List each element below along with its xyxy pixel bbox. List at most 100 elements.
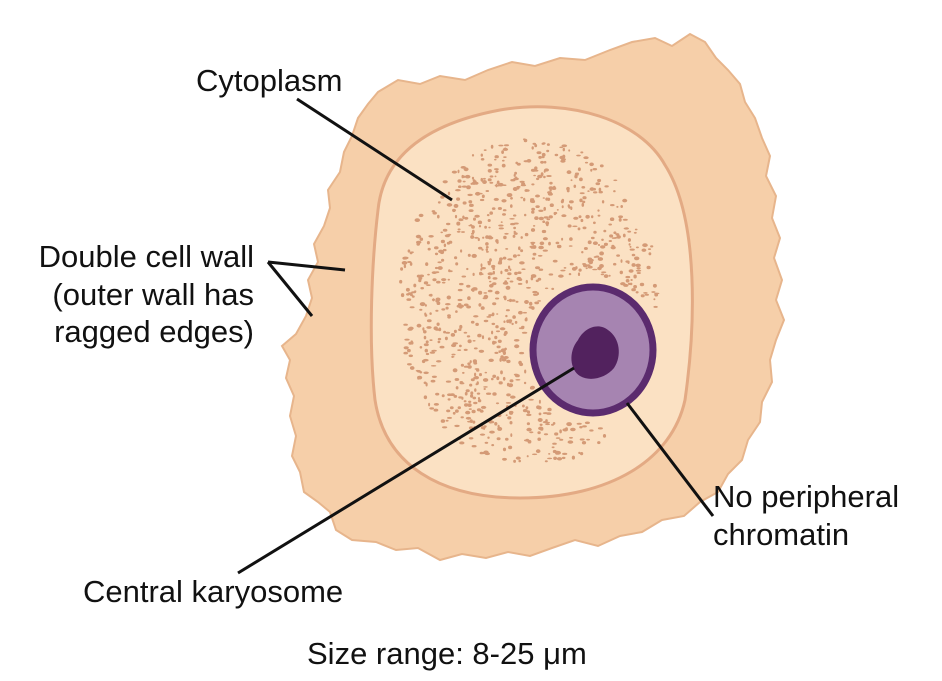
granule: [592, 268, 598, 271]
granule: [434, 252, 439, 256]
granule: [578, 451, 581, 455]
granule: [552, 442, 557, 445]
granule: [615, 233, 620, 236]
granule: [444, 234, 450, 238]
granule: [538, 155, 542, 159]
granule: [500, 270, 503, 275]
granule: [483, 149, 487, 152]
granule: [496, 180, 500, 185]
granule: [413, 283, 417, 288]
granule: [478, 246, 483, 250]
granule: [506, 193, 513, 198]
granule: [561, 198, 565, 203]
granule: [431, 271, 437, 274]
granule: [515, 300, 519, 303]
granule: [436, 322, 440, 326]
granule: [447, 278, 450, 281]
granule: [446, 241, 451, 245]
granule: [629, 245, 632, 248]
granule: [569, 200, 574, 204]
granule: [485, 242, 489, 246]
granule: [579, 426, 583, 429]
granule: [545, 419, 548, 422]
granule: [473, 217, 476, 221]
granule: [570, 427, 576, 432]
granule: [568, 245, 573, 247]
granule: [623, 283, 629, 287]
granule: [487, 169, 492, 173]
granule: [492, 302, 497, 306]
granule: [419, 302, 426, 307]
granule: [601, 238, 604, 241]
granule: [459, 441, 465, 445]
granule: [520, 184, 527, 187]
granule: [513, 173, 516, 177]
granule: [538, 216, 544, 221]
granule: [419, 371, 423, 374]
granule: [426, 284, 431, 286]
granule: [525, 438, 530, 442]
granule: [530, 198, 535, 201]
granule: [411, 295, 415, 298]
granule: [529, 301, 533, 306]
granule: [505, 314, 508, 318]
granule: [479, 198, 485, 202]
granule: [471, 154, 475, 157]
granule: [424, 348, 428, 353]
granule: [510, 197, 513, 200]
granule: [579, 177, 583, 182]
granule: [470, 378, 475, 382]
granule: [445, 419, 449, 422]
granule: [530, 228, 536, 232]
granule: [476, 392, 481, 395]
granule: [551, 287, 555, 290]
granule: [506, 277, 510, 280]
cytoplasm-leader-line: [296, 97, 453, 202]
granule: [428, 235, 434, 238]
granule: [577, 167, 581, 172]
granule: [440, 419, 446, 423]
granule: [616, 205, 619, 208]
granule: [613, 179, 618, 182]
granule: [455, 409, 459, 413]
granule: [613, 231, 617, 234]
granule: [546, 143, 550, 146]
granule: [603, 229, 607, 233]
granule: [520, 249, 524, 253]
granule: [470, 394, 474, 398]
granule: [581, 202, 585, 207]
granule: [641, 248, 647, 252]
granule: [635, 263, 641, 268]
granule: [477, 399, 482, 403]
granule: [530, 199, 536, 204]
granule: [475, 191, 481, 196]
granule: [524, 369, 527, 374]
granule: [485, 246, 489, 249]
granule: [444, 336, 448, 341]
granule: [399, 279, 403, 284]
granule: [483, 388, 486, 390]
granule: [548, 273, 554, 276]
granule: [451, 170, 457, 174]
granule: [503, 320, 506, 324]
granule: [616, 254, 620, 257]
granule: [427, 273, 430, 276]
granule: [498, 350, 504, 352]
granule: [487, 275, 491, 280]
granule: [489, 420, 495, 424]
granule: [601, 271, 607, 274]
granule: [561, 144, 568, 148]
granule: [548, 241, 551, 246]
granule: [486, 392, 492, 395]
granule: [489, 211, 494, 215]
granule: [531, 210, 535, 214]
granule: [437, 214, 440, 219]
granule: [457, 298, 463, 302]
granule: [423, 371, 429, 375]
granule: [653, 305, 658, 308]
granule: [416, 234, 422, 239]
granule: [429, 339, 433, 341]
granule: [467, 339, 472, 344]
granule: [502, 447, 507, 452]
